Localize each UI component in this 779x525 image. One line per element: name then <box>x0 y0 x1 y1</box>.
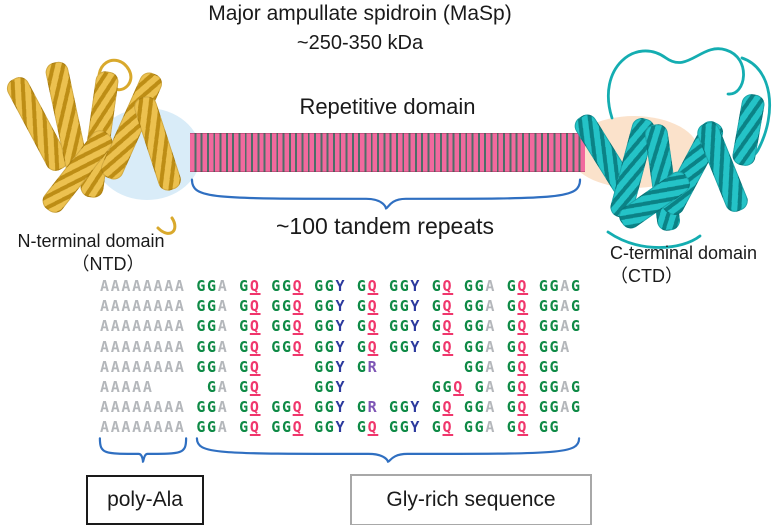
gly-rich-brace-icon <box>193 437 583 463</box>
ntd-structure <box>3 55 184 240</box>
poly-ala-brace-icon <box>99 437 187 463</box>
gly-rich-label: Gly-rich sequence <box>386 488 556 511</box>
ntd-label: N-terminal domain （NTD） <box>0 230 182 276</box>
ntd-label-line1: N-terminal domain <box>17 231 165 251</box>
ctd-label: C-terminal domain （CTD） <box>610 242 779 288</box>
sequence-row: AAAAAAAA GGA GQ GGQ GGY GQ GGY GQ GGA GQ… <box>100 297 582 316</box>
poly-ala-label: poly-Ala <box>107 488 183 511</box>
tandem-repeats-brace-icon <box>188 178 584 210</box>
sequence-row: AAAAAAAA GGA GQ GGQ GGY GQ GGY GQ GGA GQ… <box>100 277 582 295</box>
sequence-row: AAAAAAAA GGA GQ GGQ GGY GQ GGY GQ GGA GQ… <box>100 337 571 356</box>
repetitive-domain-bar <box>190 133 585 172</box>
sequence-row: AAAAAAAA GGA GQ GGQ GGY GR GGY GQ GGA GQ… <box>100 398 582 417</box>
alpha-helix-icon <box>131 93 184 194</box>
sequence-row: AAAAAAAA GGA GQ GGQ GGY GQ GGY GQ GGA GQ… <box>100 418 561 437</box>
gly-rich-box: Gly-rich sequence <box>350 474 592 525</box>
ctd-label-line1: C-terminal domain <box>610 243 758 263</box>
ntd-label-line2: （NTD） <box>71 254 145 274</box>
sequence-block: AAAAAAAA GGA GQ GGQ GGY GQ GGY GQ GGA GQ… <box>100 276 582 438</box>
ctd-structure <box>570 32 779 252</box>
ctd-label-line2: （CTD） <box>610 266 683 286</box>
tandem-repeats-label: ~100 tandem repeats <box>275 213 495 239</box>
sequence-row: AAAAA GA GQ GGY GGQ GA GQ GGAG <box>100 378 582 397</box>
alpha-helix-icon <box>730 92 767 168</box>
molecular-weight-label: ~250-350 kDa <box>296 32 424 54</box>
figure-title: Major ampullate spidroin (MaSp) <box>208 2 512 25</box>
poly-ala-box: poly-Ala <box>86 475 204 525</box>
sequence-row: AAAAAAAA GGA GQ GGY GR GGA GQ GG <box>100 357 561 376</box>
sequence-row: AAAAAAAA GGA GQ GGQ GGY GQ GGY GQ GGA GQ… <box>100 317 582 336</box>
repetitive-domain-label: Repetitive domain <box>299 94 476 119</box>
